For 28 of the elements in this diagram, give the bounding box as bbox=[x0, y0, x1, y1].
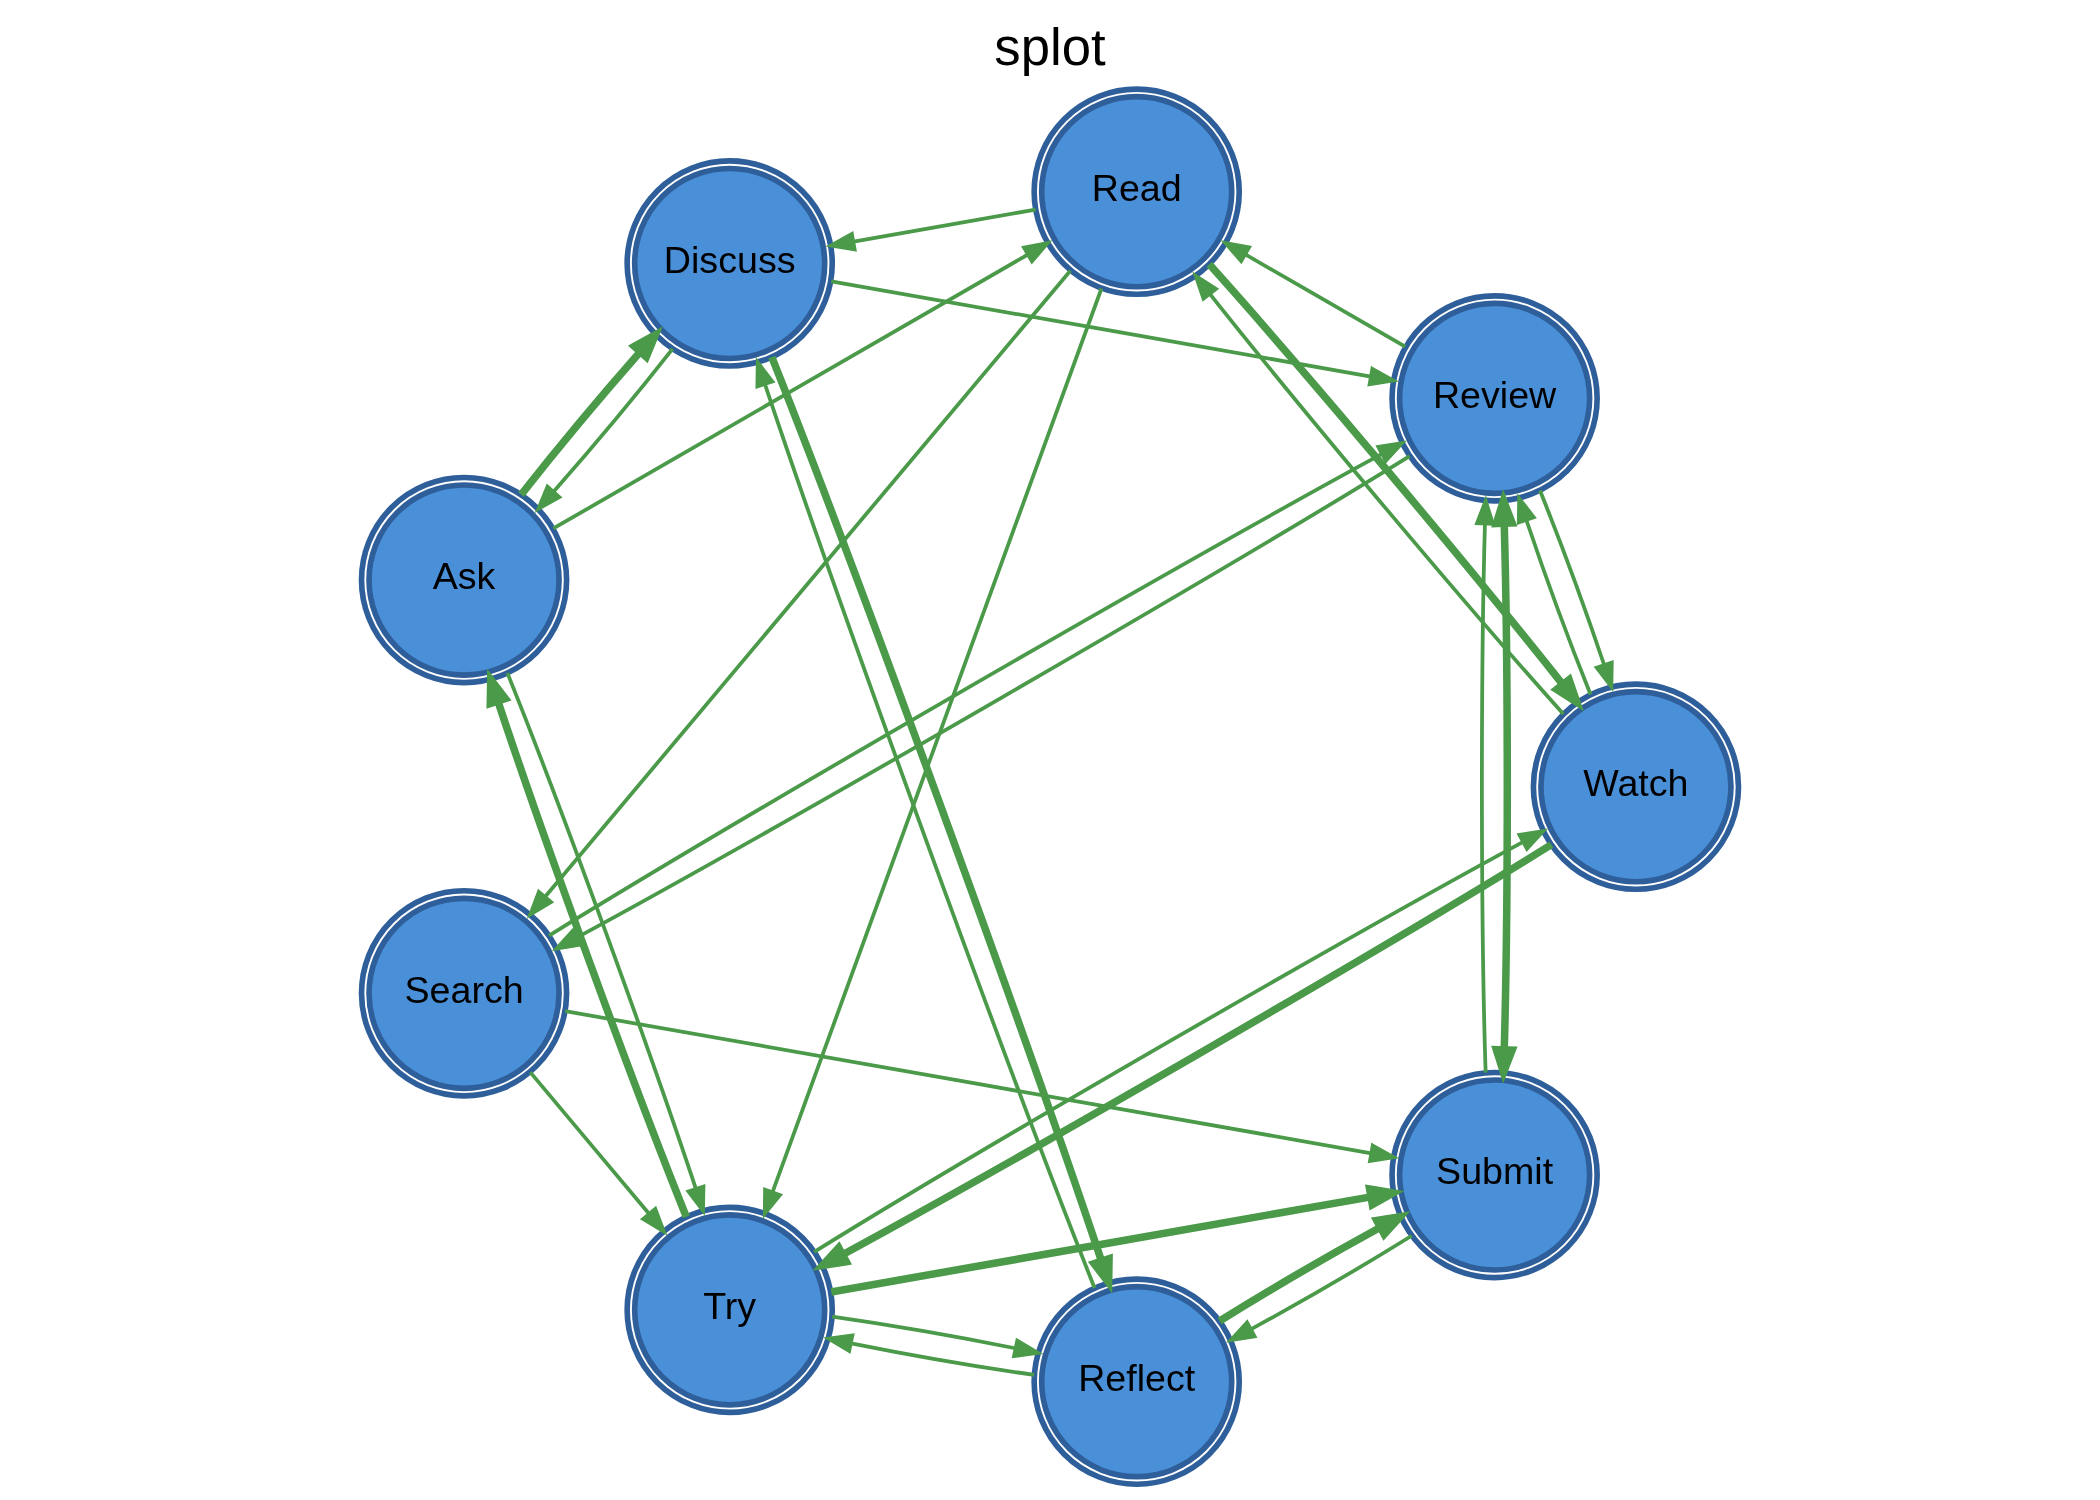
arrow bbox=[505, 672, 706, 1216]
arrow bbox=[1474, 495, 1496, 1073]
arrow bbox=[762, 287, 1104, 1219]
arrow bbox=[830, 1184, 1405, 1296]
arrow bbox=[825, 207, 1036, 252]
arrow bbox=[823, 1333, 1035, 1377]
node-circle: Reflect bbox=[1031, 1276, 1243, 1487]
arrow bbox=[1538, 489, 1614, 693]
arrow bbox=[1491, 489, 1518, 1084]
arrow bbox=[1225, 1234, 1413, 1343]
arrow bbox=[518, 326, 663, 497]
arrow bbox=[486, 668, 690, 1219]
arrow bbox=[552, 240, 1053, 531]
arrow bbox=[830, 279, 1399, 387]
node-circle: Ask bbox=[358, 474, 570, 686]
arrow bbox=[1217, 1211, 1411, 1325]
diagram-title: splot bbox=[994, 17, 1106, 77]
arrow bbox=[1516, 493, 1593, 696]
arrow bbox=[831, 1314, 1044, 1359]
arrow bbox=[526, 269, 1072, 919]
arrow bbox=[564, 1009, 1400, 1164]
node-circle: Read bbox=[1031, 86, 1243, 298]
arrow bbox=[528, 1071, 668, 1236]
node-circle: Watch bbox=[1530, 681, 1742, 893]
arrow bbox=[1220, 240, 1407, 349]
node-circle: Submit bbox=[1389, 1069, 1600, 1281]
node-circle: Review bbox=[1389, 293, 1600, 504]
arrow bbox=[534, 347, 675, 513]
